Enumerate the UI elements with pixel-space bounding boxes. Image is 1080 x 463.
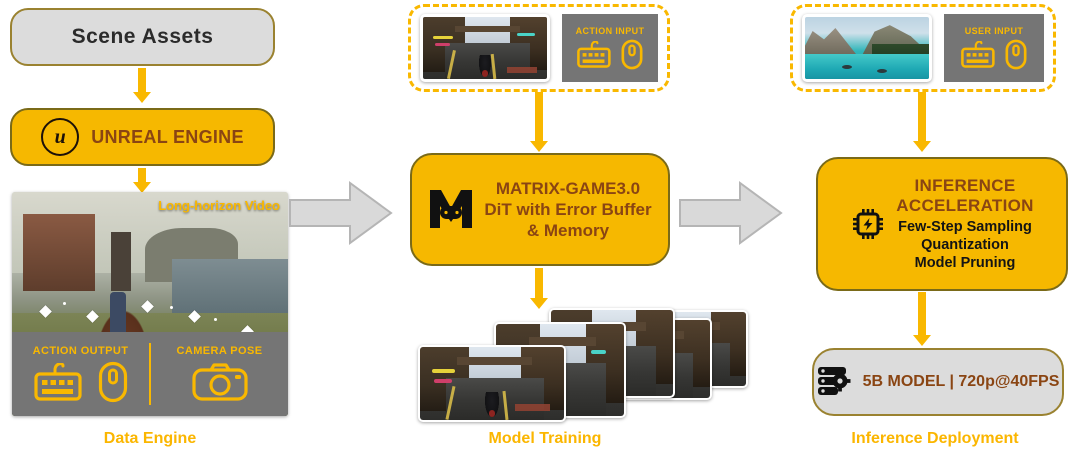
- model-title: MATRIX-GAME3.0: [495, 178, 641, 198]
- caption-model-training: Model Training: [488, 430, 602, 447]
- user-input-frame[interactable]: [802, 14, 932, 82]
- inference-acceleration-box[interactable]: INFERENCE ACCELERATION Few-Step Sampling…: [816, 157, 1068, 291]
- mouse-icon: [621, 39, 643, 70]
- action-input-group: [408, 4, 670, 92]
- user-input-panel: USER INPUT: [944, 14, 1044, 82]
- accel-item-2: Model Pruning: [914, 254, 1016, 271]
- io-divider: [149, 343, 151, 405]
- long-horizon-video-label: Long-horizon Video: [158, 198, 280, 213]
- scene-assets-box[interactable]: Scene Assets: [10, 8, 275, 66]
- user-input-group: [790, 4, 1056, 92]
- model-subtitle-2: & Memory: [526, 221, 610, 241]
- keyboard-icon: [577, 41, 611, 68]
- user-input-label: USER INPUT: [964, 26, 1024, 36]
- deployment-badge-label: 5B MODEL | 720p@40FPS: [862, 373, 1060, 390]
- arrow-unreal-to-video: [133, 168, 151, 193]
- unreal-engine-box[interactable]: u UNREAL ENGINE: [10, 108, 275, 166]
- accel-item-1: Quantization: [921, 236, 1009, 253]
- arrow-user-input-to-accel: [913, 92, 931, 152]
- server-gear-icon: [817, 367, 851, 395]
- data-engine-video-frame[interactable]: Long-horizon Video ACTION OUTPUT: [12, 192, 288, 416]
- city-street-output-scene: [420, 347, 564, 420]
- model-subtitle-1: DiT with Error Buffer: [484, 199, 652, 219]
- flow-arrow-2: [679, 181, 783, 245]
- mouse-icon: [98, 361, 127, 403]
- matrix-game-model-box[interactable]: MATRIX-GAME3.0 DiT with Error Buffer & M…: [410, 153, 670, 266]
- camera-icon: [191, 363, 248, 401]
- deployment-badge[interactable]: 5B MODEL | 720p@40FPS: [812, 348, 1064, 416]
- cpu-chip-bolt-icon: [853, 209, 884, 239]
- action-input-panel: ACTION INPUT: [562, 14, 658, 82]
- keyboard-icon: [33, 363, 82, 401]
- action-output-label: ACTION OUTPUT: [32, 345, 129, 357]
- camera-pose-label: CAMERA POSE: [176, 345, 263, 357]
- lake-landscape-scene: [805, 17, 929, 79]
- arrow-model-to-frames: [530, 268, 548, 309]
- matrix-game-logo-icon: [430, 189, 473, 228]
- flow-arrow-1: [289, 181, 393, 245]
- arrow-input-to-model: [530, 92, 548, 152]
- accel-item-0: Few-Step Sampling: [898, 219, 1032, 236]
- keyboard-icon: [961, 41, 995, 68]
- accel-title-line-1: INFERENCE: [914, 175, 1016, 195]
- unreal-engine-label: UNREAL ENGINE: [91, 126, 244, 147]
- caption-data-engine: Data Engine: [103, 430, 197, 447]
- action-input-label: ACTION INPUT: [575, 26, 645, 36]
- city-street-scene: [423, 17, 547, 79]
- action-output-panel: ACTION OUTPUT: [12, 332, 288, 416]
- accel-title-line-2: ACCELERATION: [896, 196, 1034, 216]
- caption-inference-deployment: Inference Deployment: [851, 430, 1019, 447]
- arrow-scene-to-unreal: [133, 68, 151, 103]
- scene-assets-label: Scene Assets: [71, 25, 214, 48]
- unreal-engine-icon: u: [41, 118, 80, 156]
- arrow-accel-to-deployment: [913, 292, 931, 346]
- mouse-icon: [1005, 39, 1027, 70]
- output-frame-1[interactable]: [418, 345, 566, 422]
- training-input-frame[interactable]: [420, 14, 550, 82]
